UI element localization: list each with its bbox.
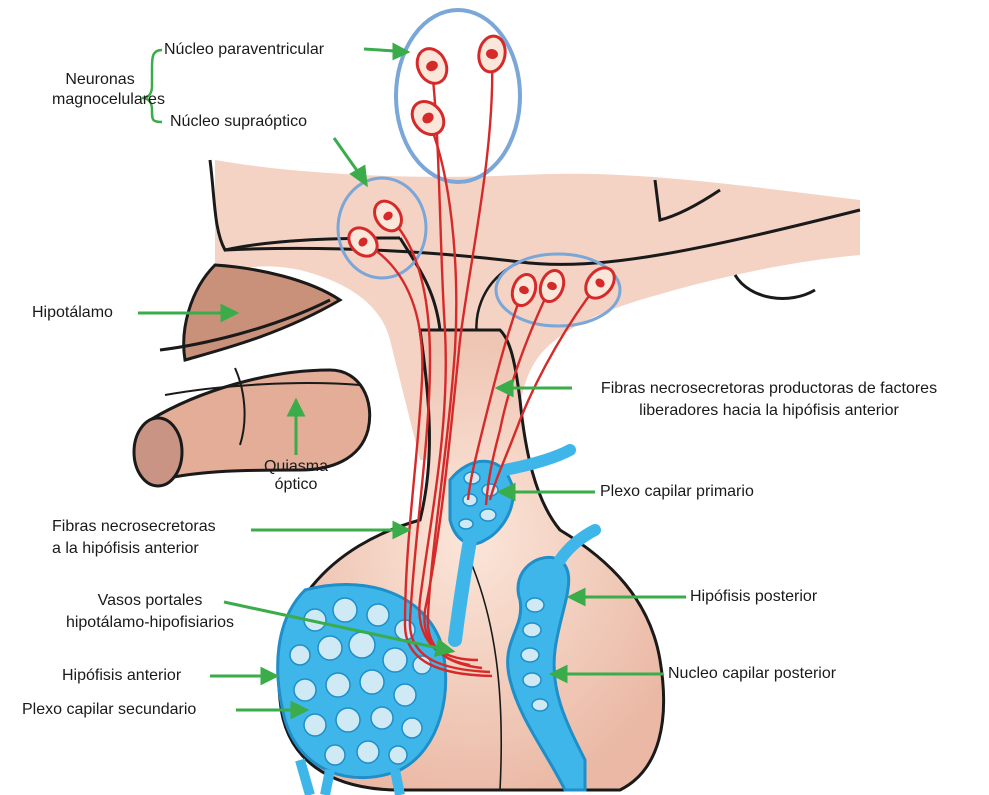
arrow-paraventricular <box>364 45 407 58</box>
arrow-plexo-primario <box>500 485 595 499</box>
arrow-plexo-secundario <box>236 703 306 717</box>
label-vasos-portales: Vasos portales hipotálamo-hipofisiarios <box>40 590 260 634</box>
label-quiasma-optico: Quiasma óptico <box>246 458 346 494</box>
arrow-hipofisis-anterior <box>210 669 276 683</box>
label-neuronas-magnocelulares: Neuronas magnocelulares <box>52 70 148 110</box>
label-hipotalamo: Hipotálamo <box>32 303 113 323</box>
label-nucleo-paraventricular: Núcleo paraventricular <box>164 40 324 60</box>
label-fibras-factores: Fibras necrosecretoras productoras de fa… <box>574 378 964 422</box>
label-nucleo-supraoptico: Núcleo supraóptico <box>170 112 307 132</box>
paraventricular-nucleus <box>396 10 520 182</box>
label-fibras-anterior: Fibras necrosecretoras a la hipófisis an… <box>52 516 216 560</box>
arrow-fibras-factores <box>498 381 572 395</box>
label-hipofisis-anterior: Hipófisis anterior <box>62 666 181 686</box>
label-nucleo-capilar-posterior: Nucleo capilar posterior <box>668 664 836 684</box>
label-plexo-capilar-primario: Plexo capilar primario <box>600 482 754 502</box>
label-plexo-capilar-secundario: Plexo capilar secundario <box>22 700 196 720</box>
label-hipofisis-posterior: Hipófisis posterior <box>690 587 817 607</box>
